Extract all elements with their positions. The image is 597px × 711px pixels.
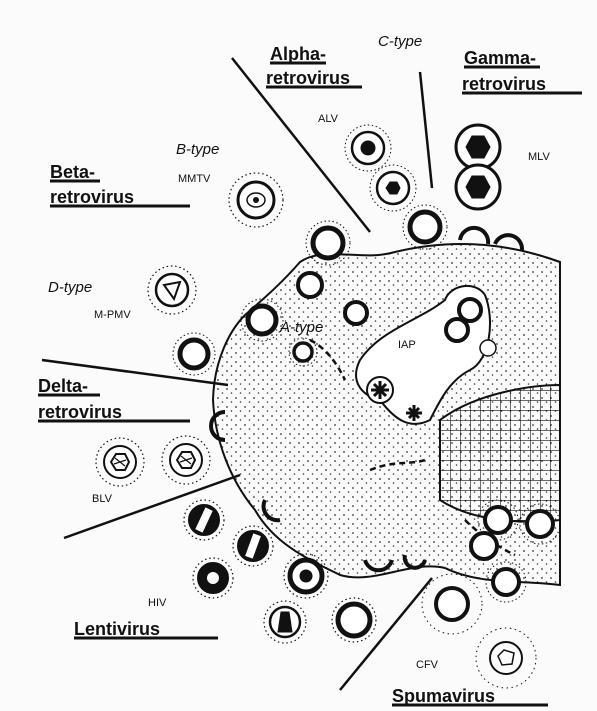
budding-particle (345, 302, 367, 324)
blv-particle-2 (162, 436, 210, 484)
hiv-label: HIV (148, 597, 167, 609)
genus-lenti-label: Lentivirus (74, 619, 218, 639)
er-star-particle (367, 377, 393, 403)
cfv-particle (476, 628, 536, 688)
alv-particle-1 (345, 125, 391, 171)
c-type-label: C-type (378, 33, 422, 50)
hiv-particle-1 (184, 500, 224, 540)
svg-text:Gamma-: Gamma- (464, 48, 536, 68)
svg-text:Alpha-: Alpha- (270, 44, 326, 64)
genus-spuma-label: Spumavirus (392, 686, 548, 706)
alv-particle-2 (370, 165, 416, 211)
blv-label: BLV (92, 493, 113, 505)
genus-beta-label: Beta- retrovirus (50, 162, 190, 207)
mlv-particle-1 (456, 125, 500, 169)
svg-text:Lentivirus: Lentivirus (74, 619, 160, 639)
a-type-label: A-type (279, 319, 323, 336)
hiv-particle-2 (233, 526, 273, 566)
svg-text:retrovirus: retrovirus (50, 187, 134, 207)
spuma-particle (422, 574, 482, 634)
budding-particle (298, 273, 322, 297)
genus-delta-label: Delta- retrovirus (38, 376, 190, 422)
mlv-label: MLV (528, 151, 550, 163)
hiv-particle-5 (264, 601, 306, 643)
hiv-particle-6 (332, 598, 376, 642)
spuma-particle (471, 533, 497, 559)
alv-label: ALV (318, 113, 339, 125)
blv-particle-1 (96, 438, 144, 486)
budding-particle (403, 205, 447, 249)
b-type-label: B-type (176, 141, 219, 158)
genus-alpha-label: Alpha- retrovirus (266, 44, 362, 88)
svg-text:retrovirus: retrovirus (38, 402, 122, 422)
mpmv-label: M-PMV (94, 309, 131, 321)
svg-text:Delta-: Delta- (38, 376, 88, 396)
svg-text:Spumavirus: Spumavirus (392, 686, 495, 706)
mlv-particle-2 (456, 165, 500, 209)
mmtv-particle (229, 173, 283, 227)
svg-text:Beta-: Beta- (50, 162, 95, 182)
mpmv-particle (148, 266, 196, 314)
genus-gamma-label: Gamma- retrovirus (462, 48, 582, 94)
mmtv-label: MMTV (178, 173, 211, 185)
svg-text:retrovirus: retrovirus (462, 74, 546, 94)
svg-text:retrovirus: retrovirus (266, 68, 350, 88)
iap-particle (459, 299, 481, 321)
iap-particle (480, 340, 496, 356)
iap-particle (446, 319, 468, 341)
budding-particle (173, 333, 215, 375)
hiv-particle-3 (193, 558, 233, 598)
d-type-label: D-type (48, 279, 92, 296)
cfv-label: CFV (416, 659, 439, 671)
iap-label: IAP (398, 339, 416, 351)
